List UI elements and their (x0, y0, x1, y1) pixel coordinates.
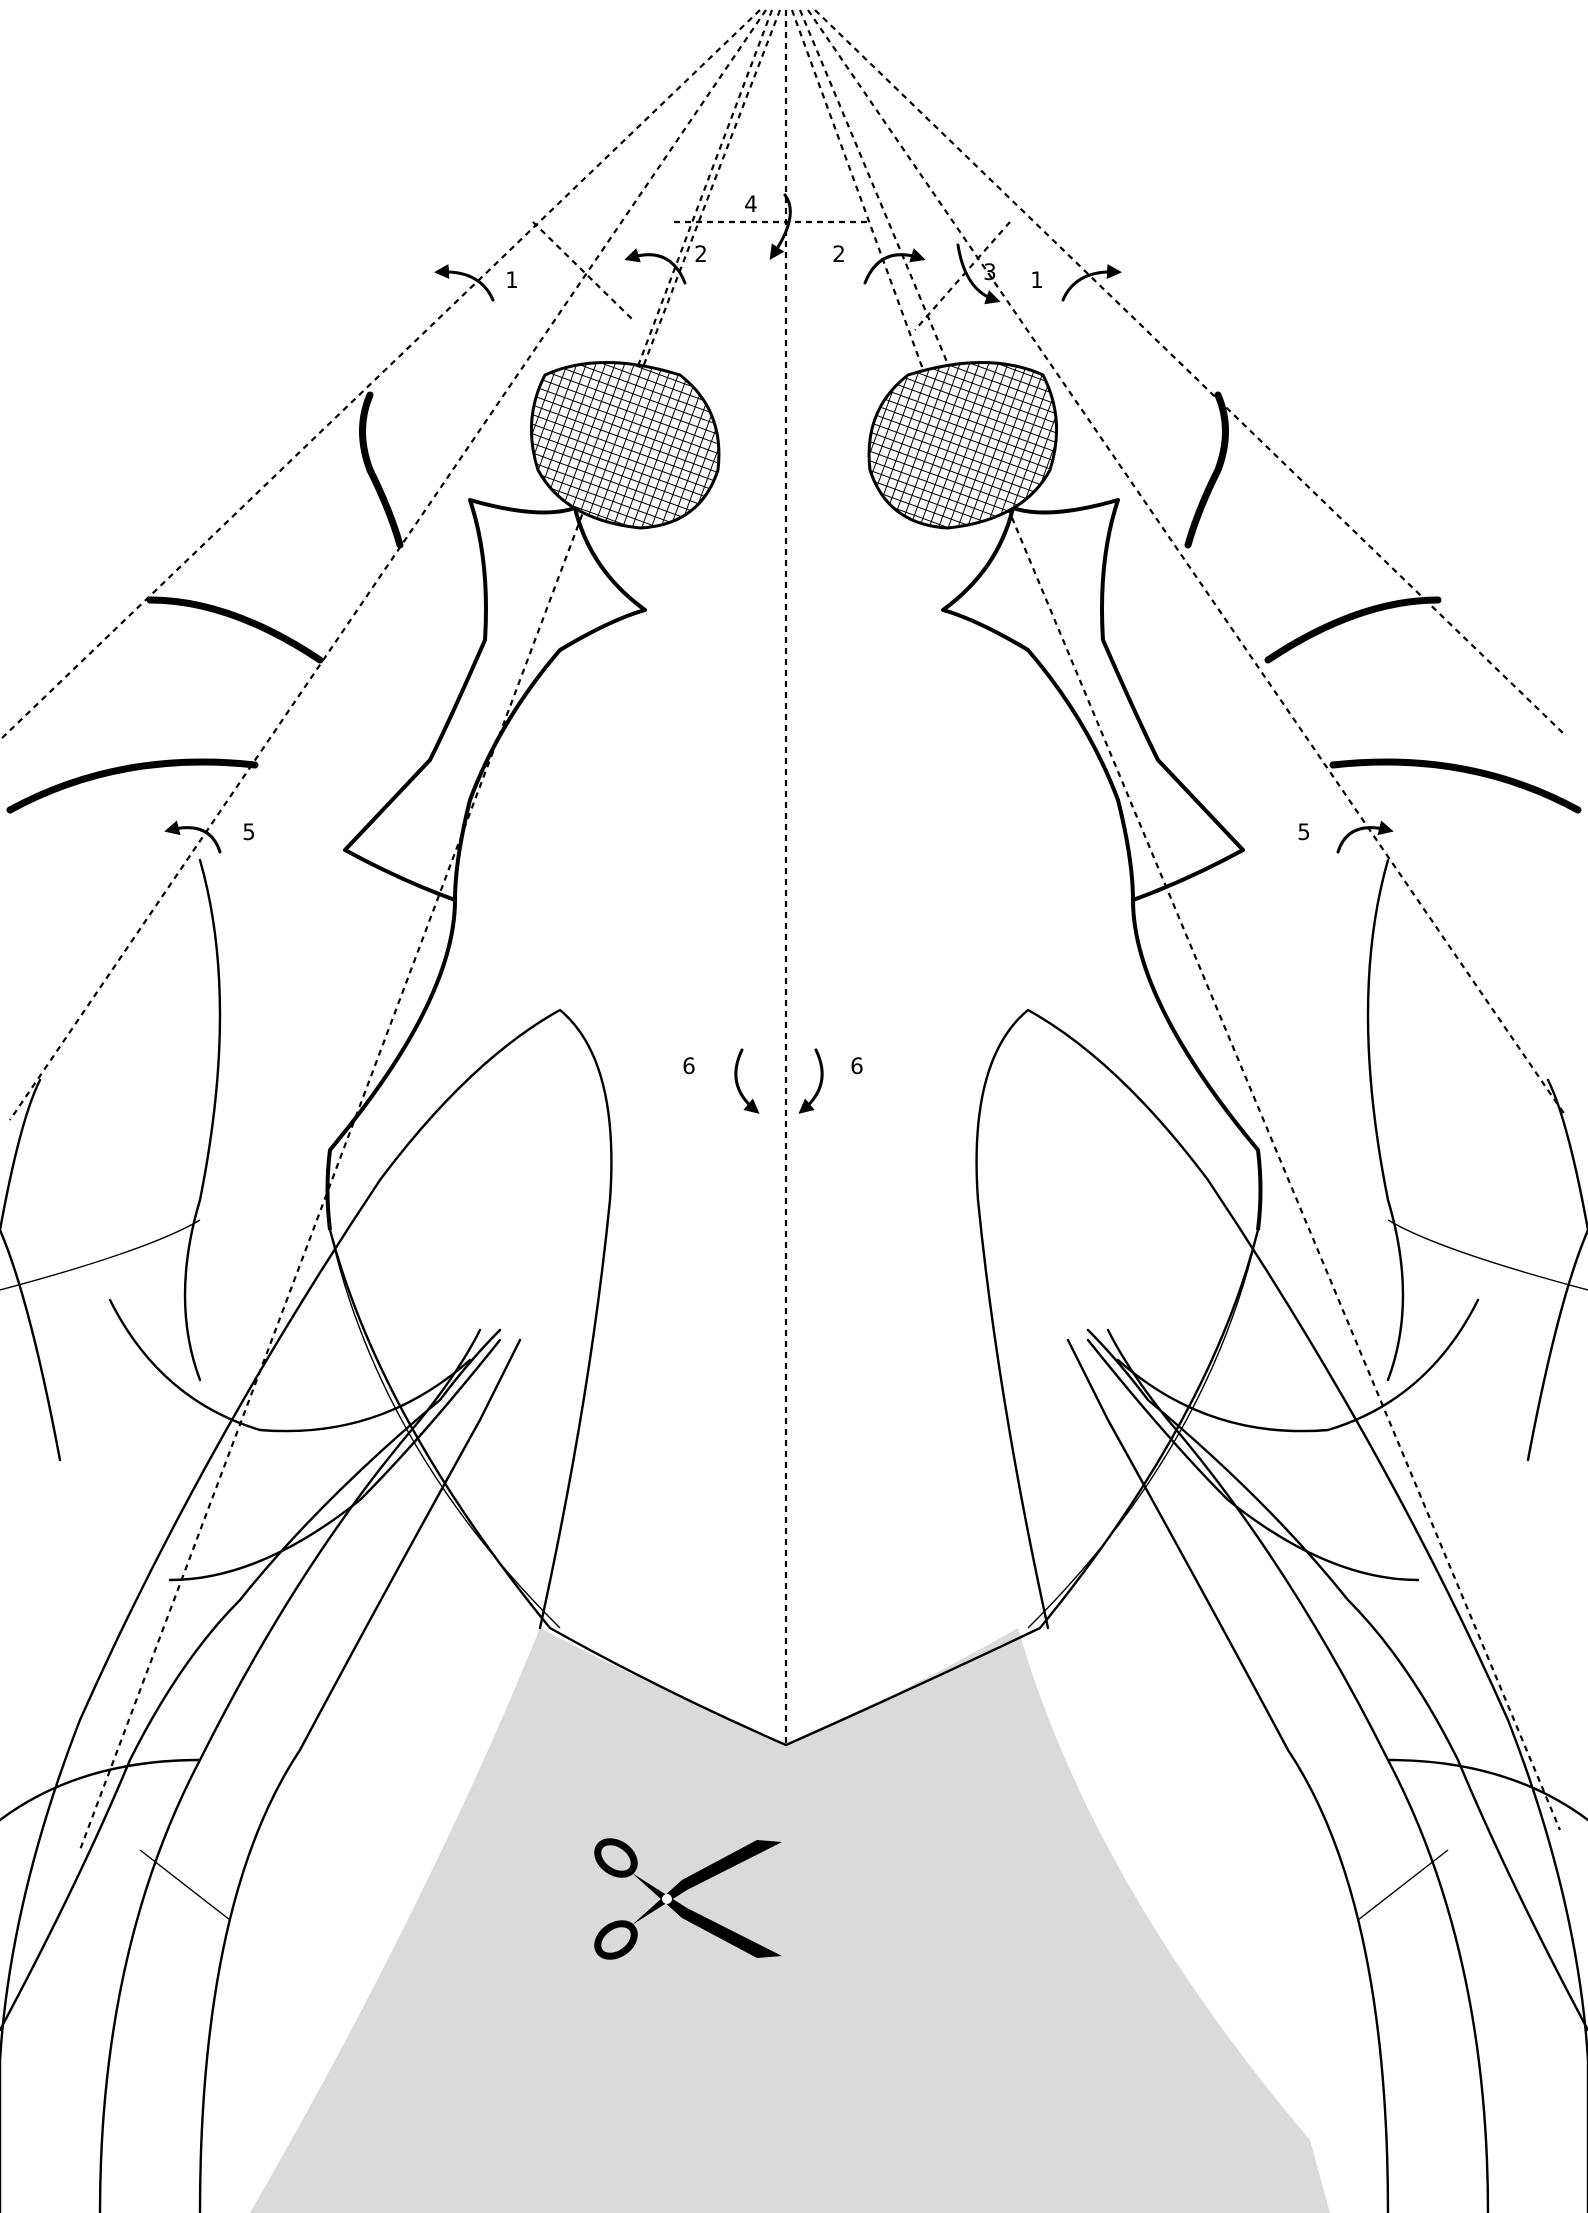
step-3: 3 (983, 261, 997, 286)
step-5-right: 5 (1297, 821, 1311, 846)
step-4: 4 (744, 193, 758, 218)
thorax-outlines (328, 500, 1261, 1230)
step-6-left: 6 (682, 1055, 696, 1080)
right-eye (869, 363, 1057, 529)
step-2-left: 2 (694, 243, 708, 268)
fold-arrows (170, 195, 1388, 1110)
step-5-left: 5 (242, 821, 256, 846)
fold-lines (0, 10, 1565, 1850)
step-6-right: 6 (850, 1055, 864, 1080)
step-numbers: 1 2 4 2 3 1 5 5 6 6 (242, 193, 1311, 1080)
legs (10, 395, 1578, 810)
step-2-right: 2 (832, 243, 846, 268)
scrap-area (250, 1628, 1330, 2213)
left-eye (531, 363, 719, 529)
eyes (531, 363, 1056, 529)
step-1-left: 1 (505, 269, 519, 294)
step-1-right: 1 (1030, 269, 1044, 294)
